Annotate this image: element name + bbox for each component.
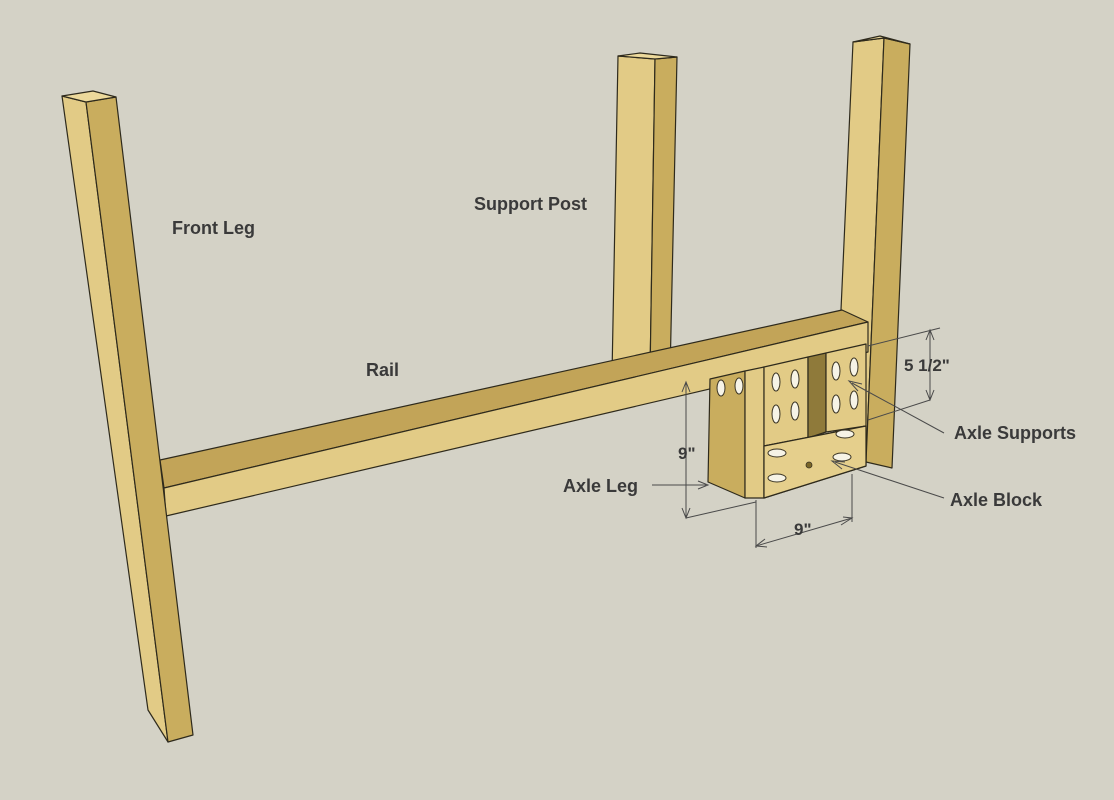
dimension-height-left: 9" (678, 380, 757, 520)
dimension-height-right-label: 5 1/2" (904, 356, 950, 375)
axle-supports (763, 343, 867, 447)
dimension-width-bottom-label: 9" (794, 520, 812, 539)
label-axle-leg: Axle Leg (563, 476, 638, 496)
front-leg (61, 90, 194, 743)
label-rail: Rail (366, 360, 399, 380)
leader-lines (652, 380, 945, 499)
label-axle-supports: Axle Supports (954, 423, 1076, 443)
axle-block (763, 425, 867, 499)
dimension-height-left-label: 9" (678, 444, 696, 463)
label-axle-block: Axle Block (950, 490, 1043, 510)
label-front-leg: Front Leg (172, 218, 255, 238)
dimension-height-right: 5 1/2" (867, 327, 950, 421)
support-post (611, 52, 678, 376)
dimension-width-bottom: 9" (754, 474, 854, 548)
axle-leg (707, 366, 765, 499)
label-support-post: Support Post (474, 194, 587, 214)
